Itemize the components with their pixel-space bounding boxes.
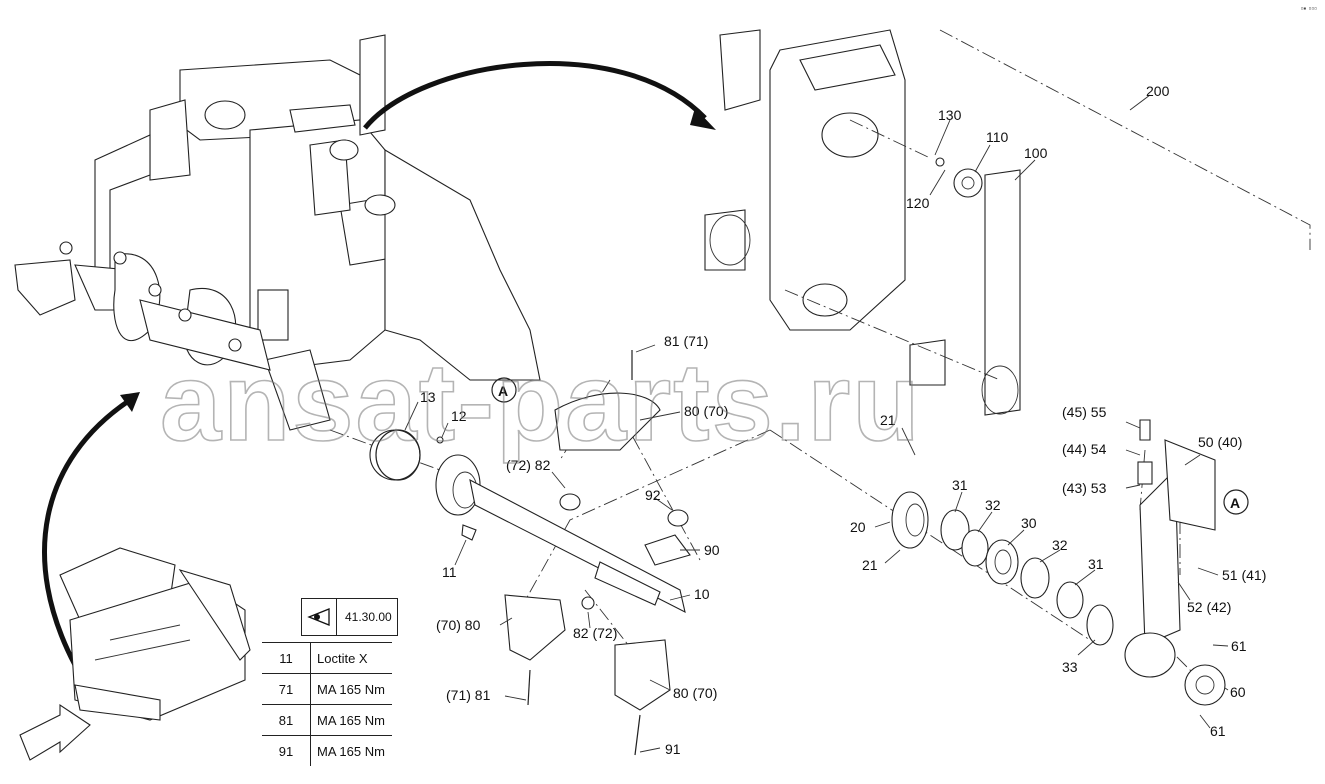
legend-row-text: MA 165 Nm <box>310 673 392 705</box>
callout-31-top: 31 <box>952 477 968 493</box>
callout-130: 130 <box>938 107 962 123</box>
callout-60: 60 <box>1230 684 1246 700</box>
callout-21-bottom: 21 <box>862 557 878 573</box>
callout-82-72-bottom: 82 (72) <box>573 625 617 641</box>
callout-33: 33 <box>1062 659 1078 675</box>
callout-81-71-top: 81 (71) <box>664 333 708 349</box>
callout-13: 13 <box>420 389 436 405</box>
callout-30: 30 <box>1021 515 1037 531</box>
detail-marker-a-right: A <box>1223 489 1249 515</box>
callout-80-70-top: 80 (70) <box>684 403 728 419</box>
callout-200: 200 <box>1146 83 1170 99</box>
callout-61-top: 61 <box>1231 638 1247 654</box>
leader-lines <box>404 94 1229 753</box>
paver-machine-thumbnail <box>19 547 251 761</box>
callout-120: 120 <box>906 195 930 211</box>
auger-shaft-assembly <box>369 350 691 756</box>
reference-box: 41.30.00 <box>301 598 398 636</box>
assembly-arrows <box>42 61 716 667</box>
reference-code: 41.30.00 <box>345 610 392 624</box>
pin-12 <box>436 436 444 444</box>
corner-mark: ▫▪ ▫▫▫ <box>1300 4 1317 13</box>
callout-72-82-top: (72) 82 <box>506 457 551 473</box>
callout-44-54: (44) 54 <box>1062 441 1107 457</box>
callout-51-41: 51 (41) <box>1222 567 1266 583</box>
callout-32-bottom: 32 <box>1052 537 1068 553</box>
eye-icon <box>302 599 337 635</box>
callout-50-40: 50 (40) <box>1198 434 1242 450</box>
callout-45-55: (45) 55 <box>1062 404 1107 420</box>
chain-drive-assembly <box>704 29 1021 416</box>
callout-92: 92 <box>645 487 661 503</box>
callout-31-bottom: 31 <box>1088 556 1104 572</box>
detail-marker-a-left-label: A <box>498 383 508 399</box>
callout-91: 91 <box>665 741 681 757</box>
callout-43-53: (43) 53 <box>1062 480 1107 496</box>
callout-110: 110 <box>986 129 1009 145</box>
callout-32-top: 32 <box>985 497 1001 513</box>
legend-row-text: MA 165 Nm <box>310 704 392 736</box>
callout-80-70-bottom: 80 (70) <box>673 685 717 701</box>
legend-row-number: 11 <box>262 642 311 674</box>
callout-12: 12 <box>451 408 467 424</box>
callout-21-top: 21 <box>880 412 896 428</box>
detail-marker-a-left: A <box>491 377 517 403</box>
watermark: ansat-parts.ru <box>160 341 922 464</box>
callout-90: 90 <box>704 542 720 558</box>
callout-61-bottom: 61 <box>1210 723 1226 739</box>
bearing-stack <box>891 419 1226 706</box>
legend-row-text: MA 165 Nm <box>310 735 392 766</box>
legend-row-number: 71 <box>262 673 311 705</box>
callout-labels: 200 130 110 100 120 81 (71) 80 (70) 13 1… <box>420 83 1266 757</box>
callout-70-80: (70) 80 <box>436 617 481 633</box>
callout-52-42: 52 (42) <box>1187 599 1231 615</box>
callout-10: 10 <box>694 586 710 602</box>
o-ring-13 <box>375 429 421 481</box>
legend-row-text: Loctite X <box>310 642 392 674</box>
frame-assembly <box>14 34 541 431</box>
legend-row-number: 91 <box>262 735 311 766</box>
callout-11: 11 <box>442 564 457 580</box>
legend-row-number: 81 <box>262 704 311 736</box>
callout-20: 20 <box>850 519 866 535</box>
callout-100: 100 <box>1024 145 1048 161</box>
callout-71-81: (71) 81 <box>446 687 491 703</box>
detail-marker-a-right-label: A <box>1230 495 1240 511</box>
